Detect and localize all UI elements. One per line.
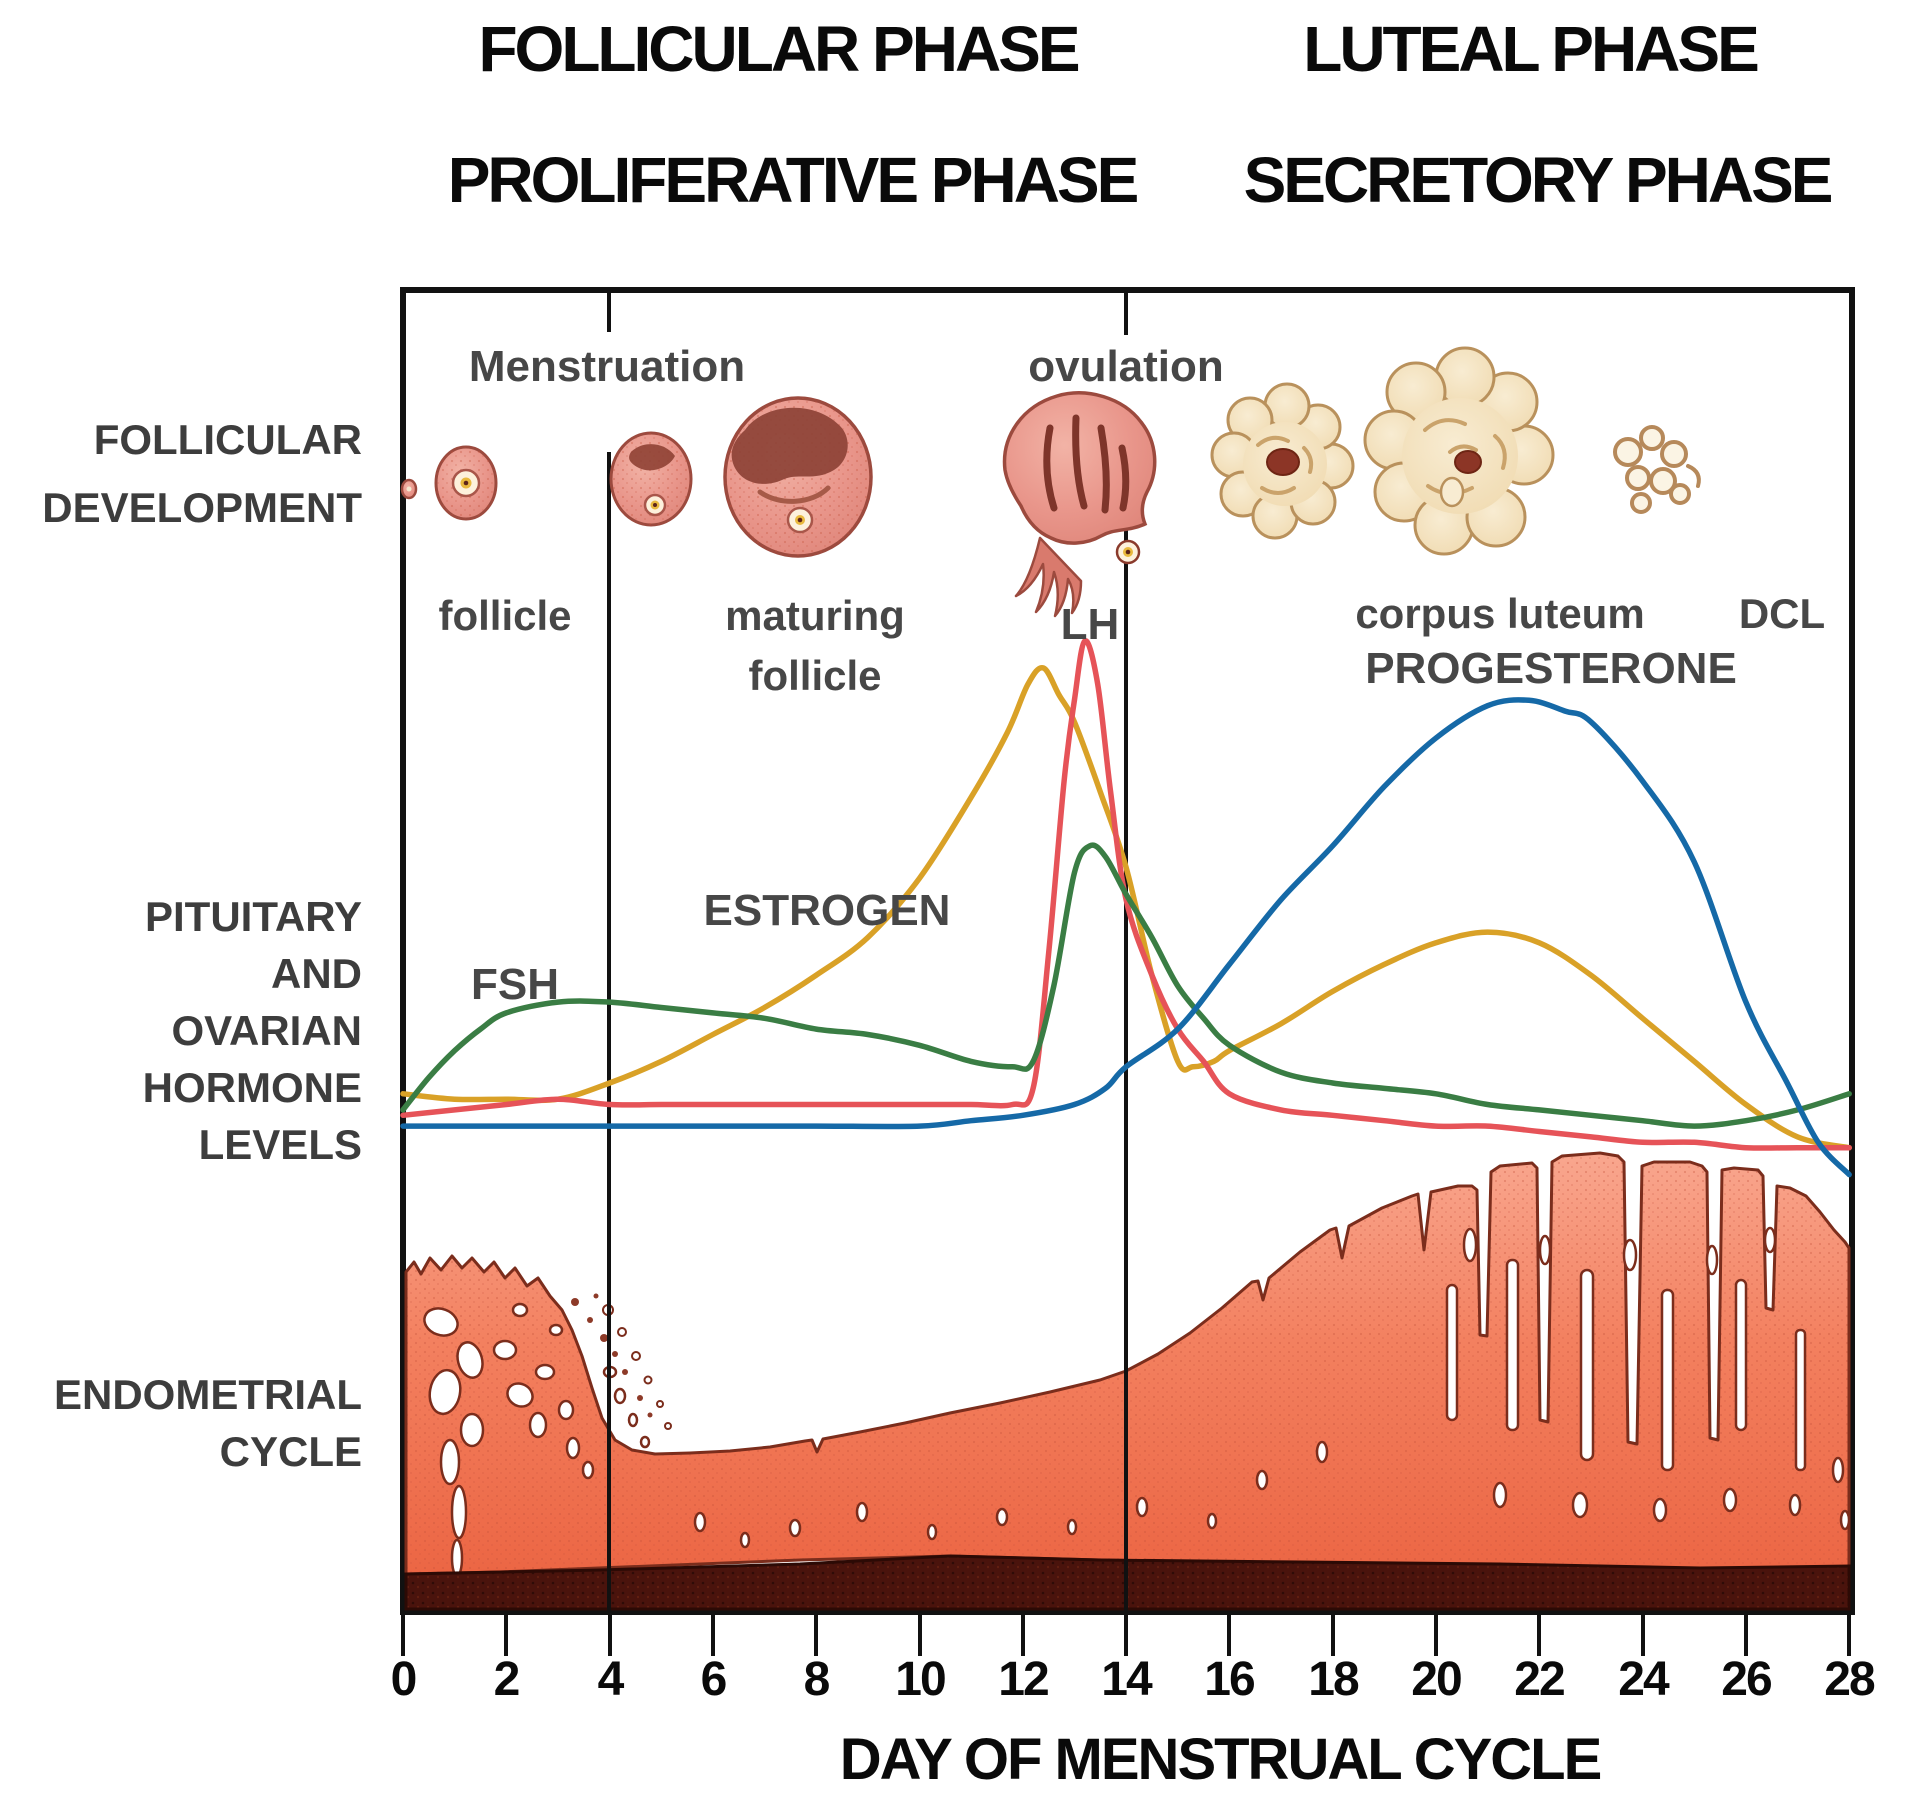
label-ovulation: ovulation bbox=[1028, 342, 1224, 391]
x-tick-26: 26 bbox=[1721, 1653, 1772, 1706]
label-lh: LH bbox=[1060, 600, 1120, 649]
x-tick-6: 6 bbox=[700, 1653, 728, 1706]
x-tick-28: 28 bbox=[1824, 1653, 1875, 1706]
fsh-curve bbox=[400, 842, 1852, 1129]
x-tick-16: 16 bbox=[1204, 1653, 1255, 1706]
title-luteal-phase: LUTEAL PHASE bbox=[1303, 13, 1760, 85]
primordial-follicle-icon bbox=[400, 478, 418, 500]
corpus-luteum-mature-icon bbox=[1363, 346, 1555, 556]
label-fsh: FSH bbox=[471, 960, 559, 1009]
mature-follicle-icon bbox=[723, 396, 873, 558]
x-axis-title: DAY OF MENSTRUAL CYCLE bbox=[839, 1727, 1603, 1792]
x-tick-0: 0 bbox=[390, 1653, 418, 1706]
label-progesterone: PROGESTERONE bbox=[1365, 644, 1737, 693]
secondary-follicle-icon bbox=[609, 431, 693, 527]
x-tick-12: 12 bbox=[998, 1653, 1049, 1706]
title-secretory-phase: SECRETORY PHASE bbox=[1243, 144, 1834, 216]
label-estrogen: ESTROGEN bbox=[703, 886, 951, 935]
label-menstruation: Menstruation bbox=[468, 342, 746, 391]
menstruation-gland-blobs bbox=[423, 1302, 651, 1578]
x-axis-ticks bbox=[401, 1612, 1851, 1656]
label-maturing: maturing bbox=[725, 592, 905, 639]
title-follicular-phase: FOLLICULAR PHASE bbox=[478, 13, 1080, 85]
endometrium-illustration bbox=[404, 1151, 1851, 1611]
label-follicular-development: FOLLICULAR DEVELOPMENT bbox=[42, 416, 362, 531]
ovulating-follicle-icon bbox=[1002, 391, 1157, 618]
corpus-luteum-young-icon bbox=[1210, 382, 1355, 540]
secretory-glands bbox=[1445, 1226, 1851, 1531]
lh-curve bbox=[400, 638, 1852, 1151]
title-proliferative-phase: PROLIFERATIVE PHASE bbox=[447, 144, 1140, 216]
label-corpus-luteum: corpus luteum bbox=[1355, 590, 1645, 637]
progesterone-curve bbox=[400, 697, 1852, 1178]
x-tick-24: 24 bbox=[1618, 1653, 1669, 1706]
follicle-development-row bbox=[400, 346, 1701, 618]
phase-boundary-lines bbox=[607, 290, 1128, 1612]
x-tick-14: 14 bbox=[1101, 1653, 1152, 1706]
label-pituitary-ovarian-hormone-levels: PITUITARY AND OVARIAN HORMONE LEVELS bbox=[142, 893, 362, 1168]
x-tick-22: 22 bbox=[1514, 1653, 1565, 1706]
label-endometrial-cycle: ENDOMETRIAL CYCLE bbox=[54, 1371, 362, 1475]
degenerating-corpus-luteum-icon bbox=[1613, 425, 1701, 514]
x-tick-2: 2 bbox=[493, 1653, 521, 1706]
x-tick-4: 4 bbox=[597, 1653, 625, 1706]
primary-follicle-icon bbox=[434, 445, 498, 521]
hormone-curves bbox=[400, 638, 1852, 1178]
proliferative-glands bbox=[693, 1440, 1329, 1549]
label-maturing-follicle: follicle bbox=[748, 652, 882, 699]
label-follicle: follicle bbox=[438, 592, 572, 639]
x-tick-8: 8 bbox=[803, 1653, 831, 1706]
x-tick-10: 10 bbox=[895, 1653, 946, 1706]
x-tick-18: 18 bbox=[1308, 1653, 1359, 1706]
label-dcl: DCL bbox=[1738, 590, 1826, 637]
x-tick-20: 20 bbox=[1411, 1653, 1462, 1706]
